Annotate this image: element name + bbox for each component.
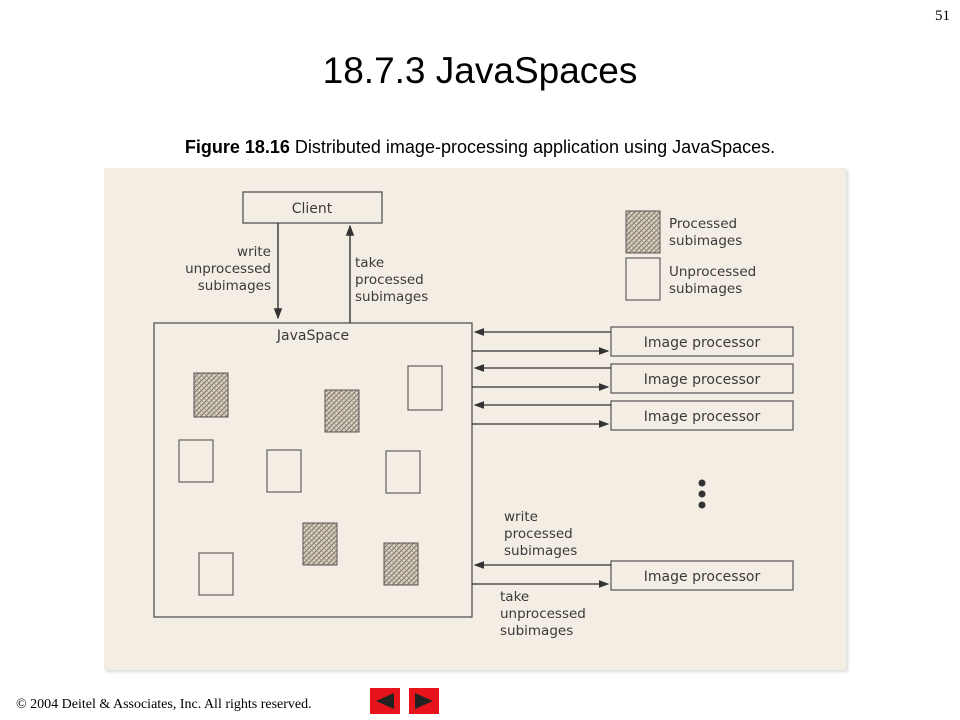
image-processor-box-1 bbox=[610, 326, 794, 357]
unprocessed-subimage bbox=[407, 365, 443, 411]
write-processed-line-2: processed bbox=[504, 526, 573, 542]
unprocessed-subimage bbox=[198, 552, 234, 596]
take-unprocessed-line-2: unprocessed bbox=[500, 606, 586, 622]
processed-subimage bbox=[383, 542, 419, 586]
image-processor-label-3: Image processor bbox=[644, 409, 761, 425]
take-processed-line-3: subimages bbox=[355, 289, 428, 305]
legend-unprocessed-line-1: Unprocessed bbox=[669, 264, 756, 280]
unprocessed-subimage bbox=[266, 449, 302, 493]
take-unprocessed-line-3: subimages bbox=[500, 623, 573, 639]
write-unprocessed-line-1: write bbox=[237, 244, 271, 260]
legend-unprocessed-line-2: subimages bbox=[669, 281, 742, 297]
slide-title: 18.7.3 JavaSpaces bbox=[322, 50, 638, 91]
javaspace-label: JavaSpace bbox=[276, 328, 349, 344]
image-processor-box-4 bbox=[610, 560, 794, 591]
take-processed-line-1: take bbox=[355, 255, 384, 271]
javaspace-box bbox=[153, 322, 473, 618]
copyright-footer: © 2004 Deitel & Associates, Inc. All rig… bbox=[16, 697, 312, 712]
write-unprocessed-line-2: unprocessed bbox=[185, 261, 271, 277]
image-processor-label-2: Image processor bbox=[644, 372, 761, 388]
ellipsis-dot bbox=[698, 501, 706, 509]
legend-processed-line-1: Processed bbox=[669, 216, 737, 232]
legend-unprocessed-swatch bbox=[625, 257, 661, 301]
client-label: Client bbox=[292, 201, 333, 217]
take-unprocessed-line-1: take bbox=[500, 589, 529, 605]
figure-label: Figure 18.16 bbox=[184, 137, 290, 157]
javaspaces-diagram: Client write unprocessed subimages take … bbox=[104, 168, 846, 670]
image-processor-box-3 bbox=[610, 400, 794, 431]
unprocessed-subimage bbox=[178, 439, 214, 483]
processor-arrows bbox=[472, 328, 611, 588]
client-box bbox=[242, 191, 383, 224]
image-processor-box-2 bbox=[610, 363, 794, 394]
next-slide-button[interactable] bbox=[409, 688, 439, 714]
processed-subimage bbox=[324, 389, 360, 433]
legend-processed-line-2: subimages bbox=[669, 233, 742, 249]
unprocessed-subimage bbox=[385, 450, 421, 494]
write-processed-line-1: write bbox=[504, 509, 538, 525]
processed-subimage bbox=[302, 522, 338, 566]
arrow-right-icon bbox=[415, 693, 433, 709]
image-processor-label-4: Image processor bbox=[644, 569, 761, 585]
ellipsis-dot bbox=[698, 490, 706, 498]
write-unprocessed-line-3: subimages bbox=[198, 278, 271, 294]
figure-caption-text: Distributed image-processing application… bbox=[289, 137, 776, 157]
image-processor-label-1: Image processor bbox=[644, 335, 761, 351]
ellipsis-dot bbox=[698, 479, 706, 487]
legend-processed-swatch bbox=[625, 210, 661, 254]
take-processed-line-2: processed bbox=[355, 272, 424, 288]
previous-slide-button[interactable] bbox=[370, 688, 400, 714]
diagram-svg: Client write unprocessed subimages take … bbox=[153, 191, 794, 639]
figure-caption: Figure 18.16 Distributed image-processin… bbox=[0, 137, 960, 158]
processed-subimage bbox=[193, 372, 229, 418]
write-processed-line-3: subimages bbox=[504, 543, 577, 559]
arrow-left-icon bbox=[376, 693, 394, 709]
page-number: 51 bbox=[935, 8, 950, 24]
